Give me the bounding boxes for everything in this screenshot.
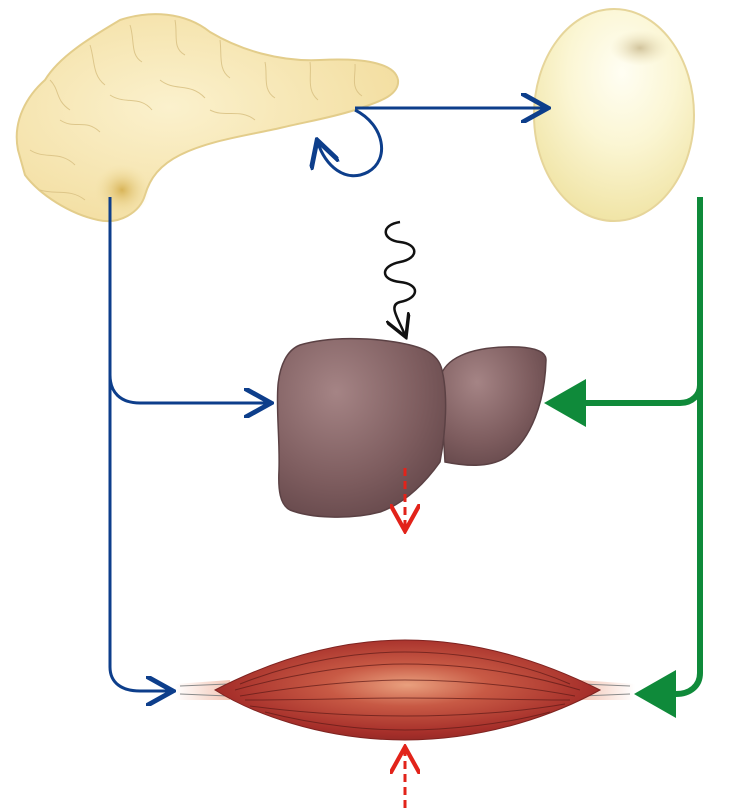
- arrow-pancreas-to-liver: [110, 197, 268, 403]
- pancreas: [17, 14, 398, 221]
- liver: [277, 339, 546, 517]
- muscle: [175, 640, 635, 740]
- arrow-pancreas-to-muscle: [110, 375, 170, 691]
- arrow-fat-cell-to-liver: [550, 197, 700, 403]
- arrow-signal-to-liver: [385, 222, 415, 335]
- fat-cell: [534, 9, 694, 221]
- arrow-fat-cell-to-muscle: [640, 380, 700, 694]
- arrow-pancreas-feedback-loop: [318, 110, 382, 176]
